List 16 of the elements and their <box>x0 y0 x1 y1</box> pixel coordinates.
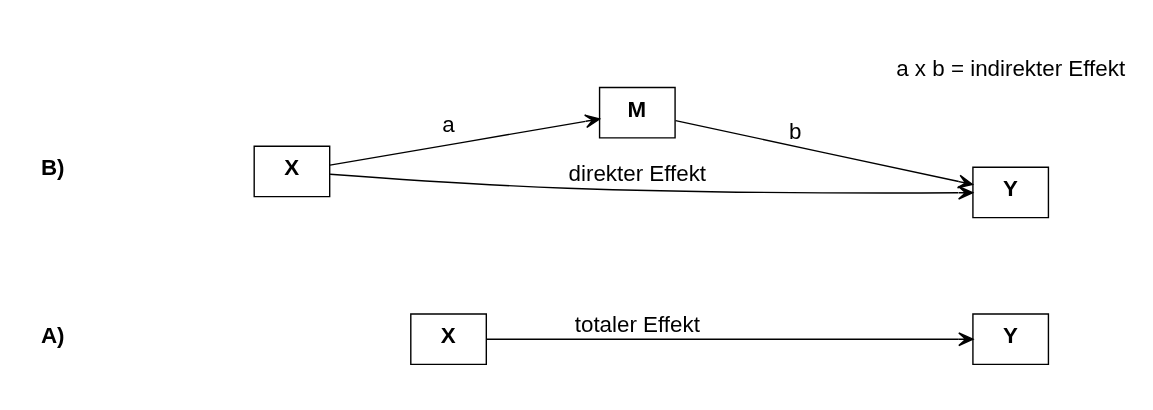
arrow <box>329 114 601 166</box>
arrow <box>329 173 974 200</box>
edge-label: a <box>442 112 455 138</box>
node-box: X <box>253 145 331 198</box>
label: B) <box>40 155 65 181</box>
node-box: X <box>410 313 487 366</box>
arrow <box>674 119 974 189</box>
edge-label: direkter Effekt <box>568 160 707 186</box>
edge-label: totaler Effekt <box>574 311 700 337</box>
label: a x b = indirekter Effekt <box>896 56 1126 82</box>
node-box: M <box>598 86 676 139</box>
node-box: Y <box>972 313 1050 366</box>
node-box: Y <box>972 166 1050 219</box>
edge-label: b <box>789 119 802 144</box>
arrow <box>485 332 974 347</box>
label: A) <box>40 323 65 349</box>
